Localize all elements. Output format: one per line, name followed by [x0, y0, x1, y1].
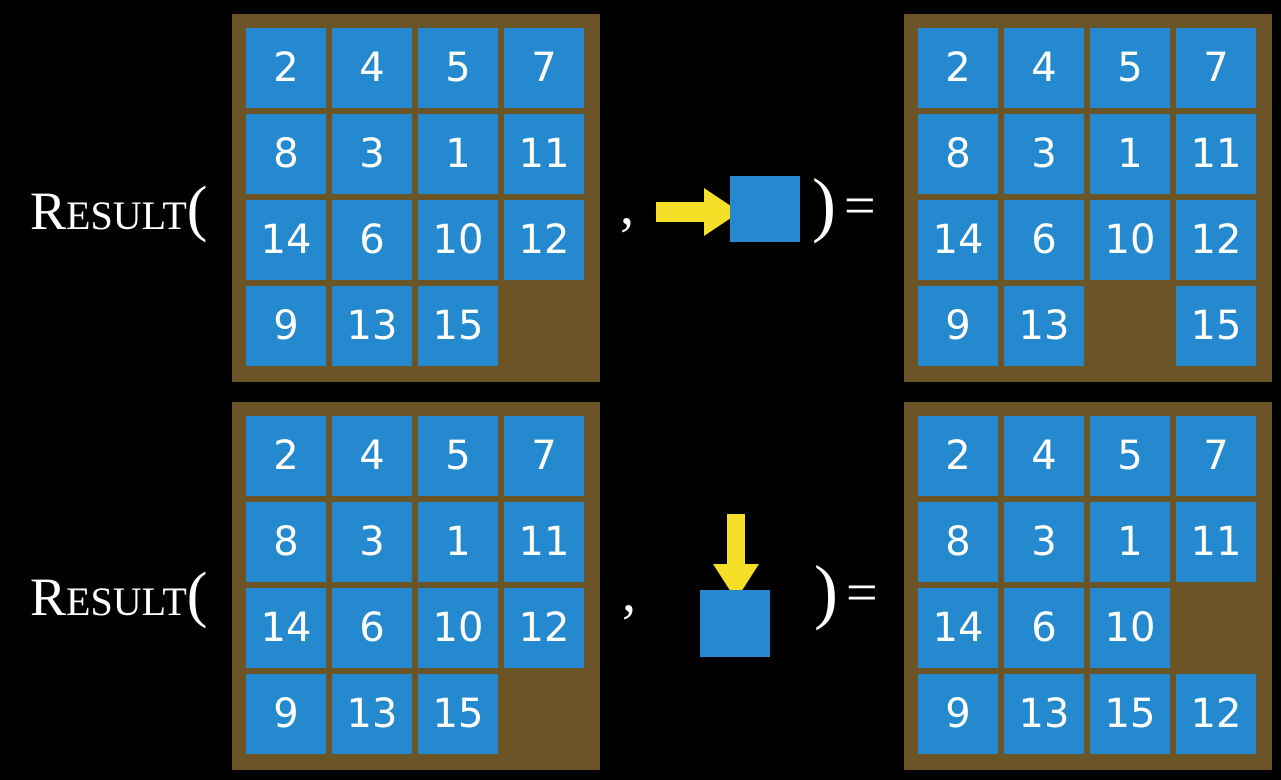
arrow-right-icon [656, 188, 740, 236]
arrow-down-icon [713, 514, 759, 600]
tile[interactable]: 15 [418, 674, 498, 754]
close-paren-row-2: ) [814, 551, 838, 631]
tile[interactable]: 1 [1090, 114, 1170, 194]
tile[interactable]: 11 [504, 502, 584, 582]
input-board-row-2: 2 4 5 7 8 3 1 11 14 6 10 12 9 13 15 [232, 402, 600, 770]
tile[interactable]: 8 [246, 502, 326, 582]
result-label-row-1: RESULT( [30, 178, 207, 240]
tile[interactable]: 4 [332, 416, 412, 496]
tile[interactable]: 2 [246, 416, 326, 496]
equals-sign-row-1: = [844, 175, 876, 237]
tile[interactable]: 4 [332, 28, 412, 108]
tile[interactable]: 14 [918, 588, 998, 668]
tile[interactable]: 13 [1004, 286, 1084, 366]
equals-sign-row-2: = [846, 562, 878, 624]
tile[interactable]: 3 [1004, 114, 1084, 194]
tile[interactable]: 8 [246, 114, 326, 194]
tile[interactable]: 2 [918, 28, 998, 108]
tile[interactable]: 11 [1176, 114, 1256, 194]
tile[interactable]: 7 [504, 416, 584, 496]
tile[interactable]: 15 [1090, 674, 1170, 754]
comma-row-2: , [622, 562, 636, 624]
tile[interactable]: 2 [246, 28, 326, 108]
tile[interactable]: 8 [918, 114, 998, 194]
tile[interactable]: 13 [332, 286, 412, 366]
tile[interactable]: 9 [918, 286, 998, 366]
tile[interactable]: 5 [1090, 28, 1170, 108]
empty-slot [504, 674, 584, 754]
tile[interactable]: 6 [1004, 588, 1084, 668]
tile[interactable]: 6 [332, 588, 412, 668]
empty-slot [504, 286, 584, 366]
tile[interactable]: 15 [418, 286, 498, 366]
tile[interactable]: 6 [1004, 200, 1084, 280]
tile[interactable]: 5 [418, 416, 498, 496]
result-label-smallcaps: ESULT [66, 579, 187, 624]
result-label-open-paren: ( [186, 175, 208, 243]
output-board-row-1: 2 4 5 7 8 3 1 11 14 6 10 12 9 13 15 [904, 14, 1272, 382]
tile[interactable]: 12 [1176, 200, 1256, 280]
result-label-row-2: RESULT( [30, 564, 207, 626]
tile[interactable]: 11 [1176, 502, 1256, 582]
tile[interactable]: 3 [332, 502, 412, 582]
comma-row-1: , [620, 175, 634, 237]
tile[interactable]: 10 [1090, 200, 1170, 280]
tile[interactable]: 15 [1176, 286, 1256, 366]
tile[interactable]: 12 [504, 200, 584, 280]
output-board-row-2: 2 4 5 7 8 3 1 11 14 6 10 9 13 15 12 [904, 402, 1272, 770]
tile[interactable]: 7 [1176, 416, 1256, 496]
close-paren-row-1: ) [812, 164, 836, 244]
tile[interactable]: 9 [246, 286, 326, 366]
result-label-open-paren: ( [186, 561, 208, 629]
tile[interactable]: 7 [504, 28, 584, 108]
tile[interactable]: 1 [1090, 502, 1170, 582]
tile[interactable]: 10 [418, 588, 498, 668]
empty-slot [1176, 588, 1256, 668]
action-tile-row-1[interactable] [730, 176, 800, 242]
tile[interactable]: 13 [332, 674, 412, 754]
tile[interactable]: 3 [1004, 502, 1084, 582]
tile[interactable]: 1 [418, 502, 498, 582]
tile[interactable]: 5 [418, 28, 498, 108]
tile[interactable]: 9 [246, 674, 326, 754]
tile[interactable]: 9 [918, 674, 998, 754]
result-label-capital: R [30, 567, 67, 627]
tile[interactable]: 6 [332, 200, 412, 280]
tile[interactable]: 14 [246, 588, 326, 668]
tile[interactable]: 3 [332, 114, 412, 194]
tile[interactable]: 5 [1090, 416, 1170, 496]
tile[interactable]: 11 [504, 114, 584, 194]
tile[interactable]: 14 [246, 200, 326, 280]
tile[interactable]: 13 [1004, 674, 1084, 754]
action-tile-row-2[interactable] [700, 590, 770, 657]
tile[interactable]: 14 [918, 200, 998, 280]
input-board-row-1: 2 4 5 7 8 3 1 11 14 6 10 12 9 13 15 [232, 14, 600, 382]
tile[interactable]: 10 [418, 200, 498, 280]
empty-slot [1090, 286, 1170, 366]
result-label-capital: R [30, 181, 67, 241]
tile[interactable]: 10 [1090, 588, 1170, 668]
tile[interactable]: 12 [504, 588, 584, 668]
tile[interactable]: 2 [918, 416, 998, 496]
tile[interactable]: 8 [918, 502, 998, 582]
result-label-smallcaps: ESULT [66, 193, 187, 238]
tile[interactable]: 4 [1004, 28, 1084, 108]
tile[interactable]: 12 [1176, 674, 1256, 754]
tile[interactable]: 7 [1176, 28, 1256, 108]
tile[interactable]: 1 [418, 114, 498, 194]
tile[interactable]: 4 [1004, 416, 1084, 496]
